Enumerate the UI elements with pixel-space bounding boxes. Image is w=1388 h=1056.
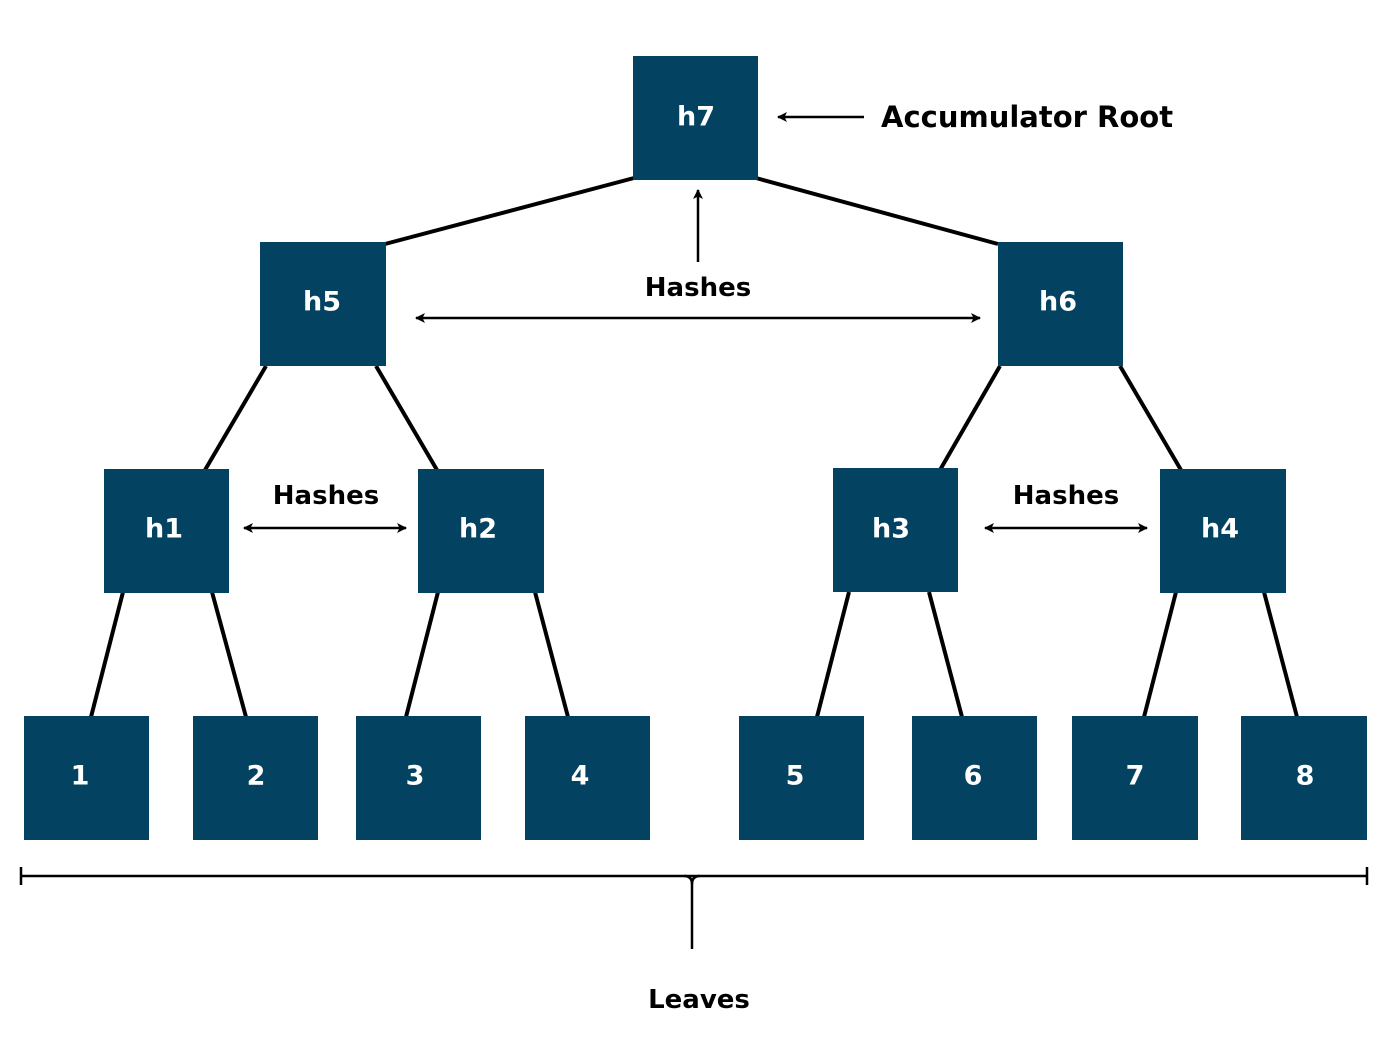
hashes-label-left: Hashes (273, 481, 379, 511)
leaf-1: 1 (24, 716, 149, 840)
node-h4: h4 (1160, 469, 1286, 593)
node-h3-label: h3 (872, 514, 910, 545)
node-h2-label: h2 (459, 514, 497, 545)
node-h5-label: h5 (303, 287, 341, 318)
edge-h6-h4 (1118, 364, 1183, 472)
node-h5: h5 (260, 242, 386, 366)
edge-h4-leaf8 (1262, 591, 1299, 718)
leaf-5-label: 5 (786, 761, 805, 792)
leaf-6-label: 6 (964, 761, 983, 792)
node-h4-label: h4 (1201, 514, 1239, 545)
tree-edges (89, 176, 1299, 718)
edge-h7-h6 (755, 176, 999, 246)
leaf-7: 7 (1072, 716, 1198, 840)
node-h2: h2 (418, 469, 544, 593)
node-h6: h6 (998, 242, 1123, 366)
edge-h3-leaf5 (815, 591, 851, 718)
leaf-3-label: 3 (406, 761, 425, 792)
leaf-8-label: 8 (1296, 761, 1315, 792)
leaf-8: 8 (1241, 716, 1367, 840)
hashes-label-right: Hashes (1013, 481, 1119, 511)
node-h3: h3 (833, 468, 958, 592)
edge-h3-leaf6 (927, 591, 964, 718)
hashes-label-top: Hashes (645, 273, 751, 303)
leaf-6: 6 (912, 716, 1037, 840)
edge-h1-leaf1 (89, 591, 125, 718)
node-h1: h1 (104, 469, 229, 593)
node-h7: h7 (633, 56, 758, 180)
edge-h2-leaf3 (404, 591, 440, 718)
leaf-2-label: 2 (247, 761, 266, 792)
leaf-4: 4 (525, 716, 650, 840)
edge-h1-leaf2 (210, 591, 248, 718)
edge-h2-leaf4 (533, 591, 570, 718)
edge-h5-h2 (374, 364, 439, 472)
leaf-7-label: 7 (1126, 761, 1145, 792)
accumulator-root-label: Accumulator Root (881, 100, 1173, 134)
node-h7-label: h7 (677, 102, 715, 133)
node-h6-label: h6 (1039, 287, 1077, 318)
leaves-bracket (19, 867, 1369, 949)
leaf-3: 3 (356, 716, 481, 840)
edge-h4-leaf7 (1142, 591, 1178, 718)
leaf-5: 5 (739, 716, 864, 840)
leaves-label: Leaves (648, 985, 750, 1015)
edge-h7-h5 (384, 176, 635, 246)
edge-h6-h3 (938, 365, 1002, 471)
leaf-1-label: 1 (71, 761, 90, 792)
edge-h5-h1 (203, 364, 268, 472)
node-h1-label: h1 (145, 514, 183, 545)
leaf-2: 2 (193, 716, 318, 840)
leaf-4-label: 4 (571, 761, 590, 792)
